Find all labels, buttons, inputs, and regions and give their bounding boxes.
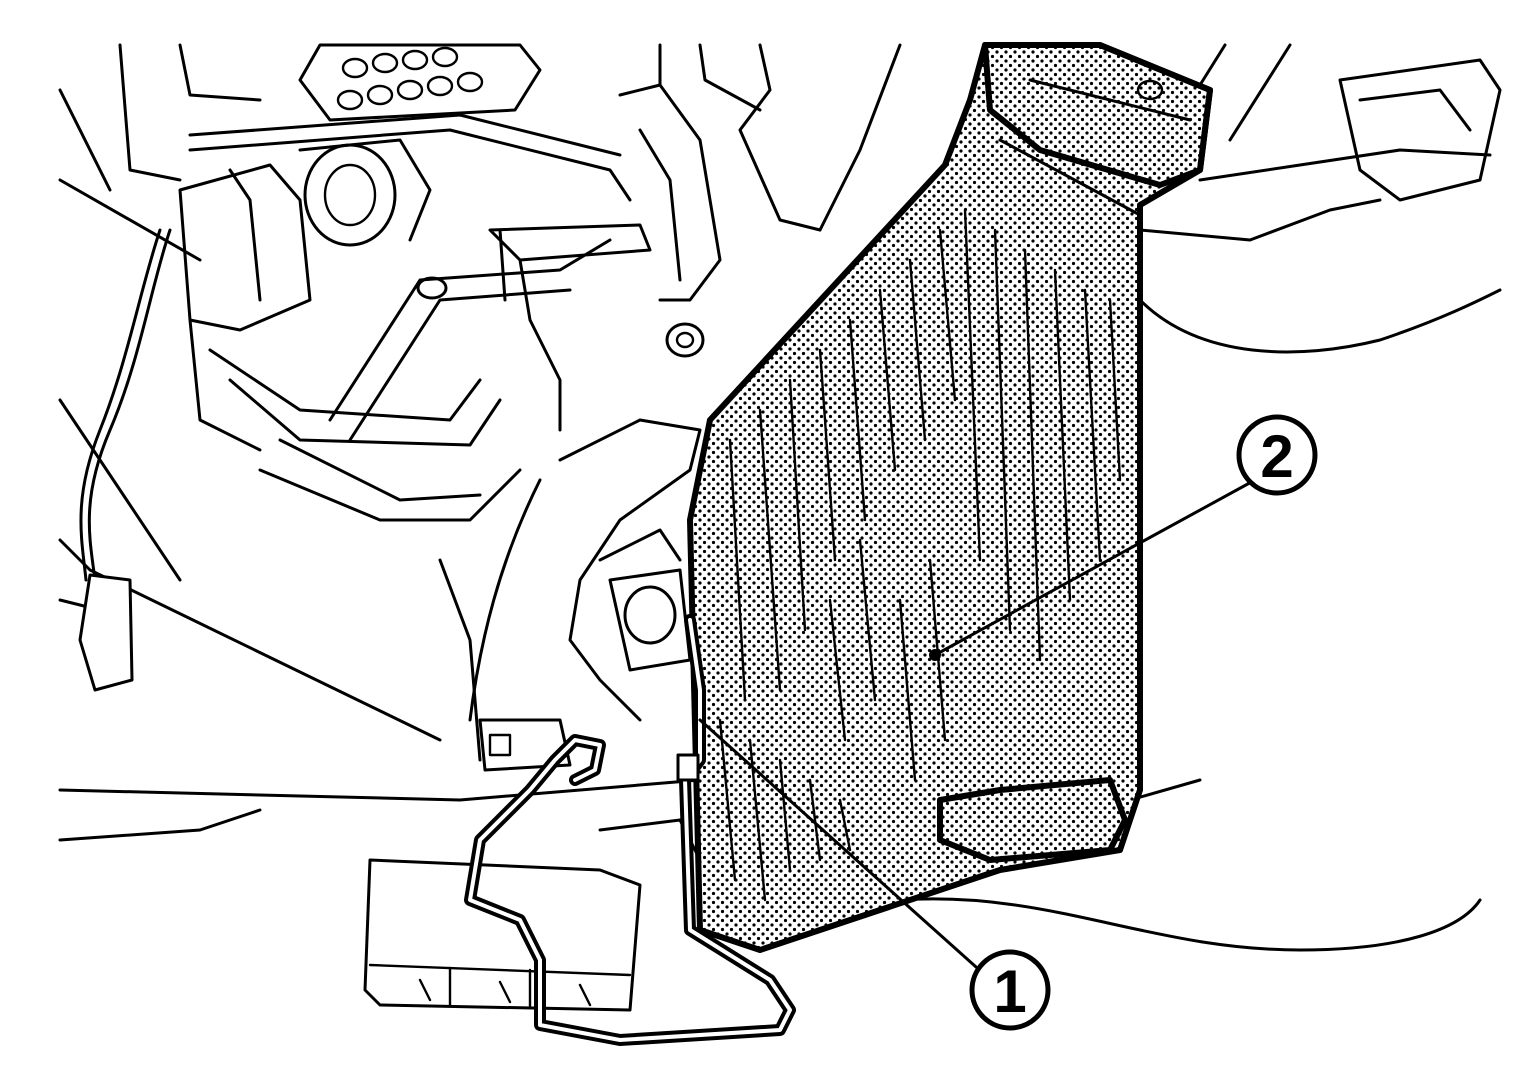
callout-1: 1 xyxy=(969,949,1051,1031)
callout-2: 2 xyxy=(1236,414,1318,496)
callout-2-label: 2 xyxy=(1260,423,1293,490)
background-linework xyxy=(58,43,1502,1012)
leader-lines xyxy=(698,478,1257,977)
component-1-harness-wire xyxy=(464,614,796,1046)
callout-1-label: 1 xyxy=(993,958,1026,1025)
component-2-filter-case xyxy=(687,42,1213,953)
